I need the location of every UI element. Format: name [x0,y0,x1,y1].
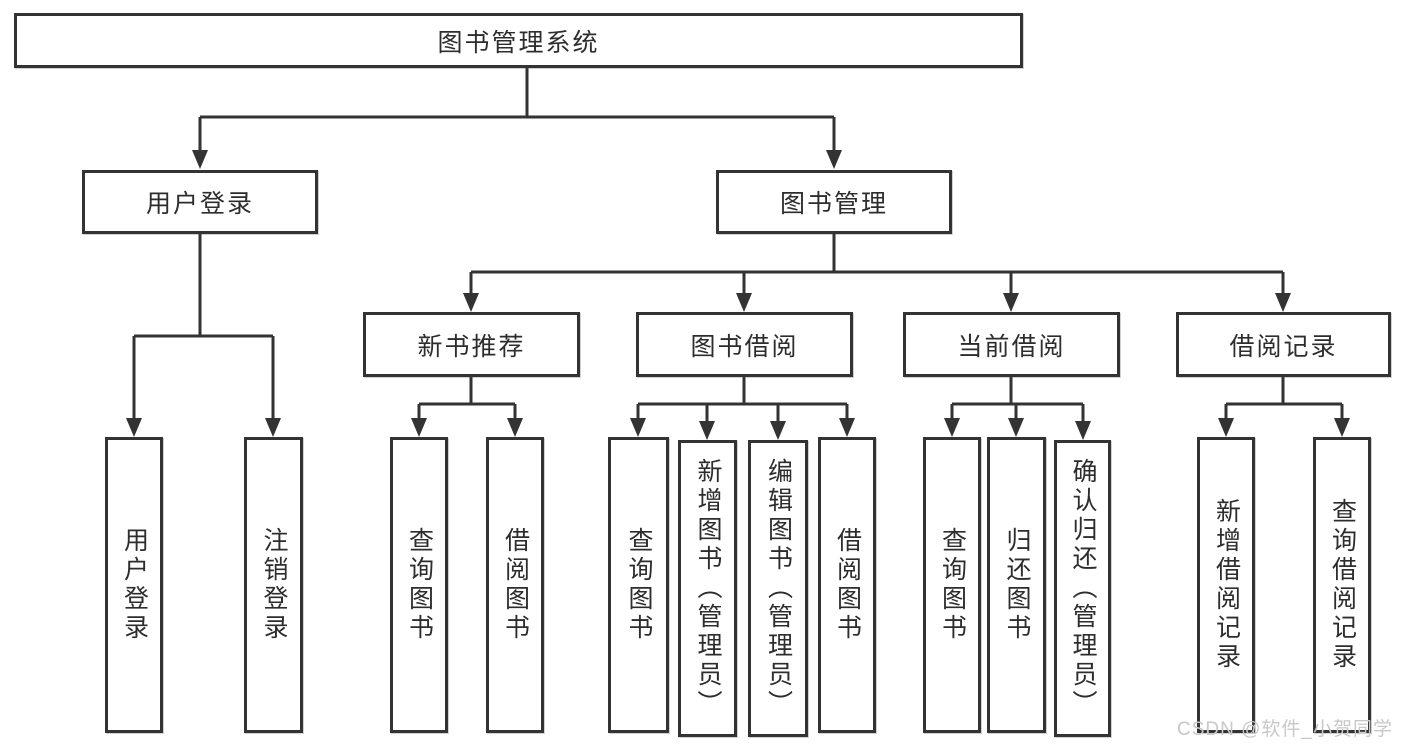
leaf-borrow-books: 借阅图书 [818,437,876,733]
leaf-query-books-borrow: 查询图书 [608,437,669,733]
leaf-query-books-current: 查询图书 [923,437,981,733]
leaf-user-login: 用户登录 [105,437,163,733]
leaf-query-books-recommend: 查询图书 [390,437,448,733]
node-library-management-system: 图书管理系统 [14,13,1023,68]
node-new-book-recommendation: 新书推荐 [363,312,580,377]
leaf-add-borrow-record: 新增借阅记录 [1197,437,1255,733]
node-book-borrowing: 图书借阅 [636,312,853,377]
node-user-login: 用户登录 [82,170,318,234]
leaf-edit-book-admin: 编辑图书（管理员） [748,440,808,737]
leaf-borrow-books-recommend: 借阅图书 [486,437,544,733]
leaf-query-borrow-record: 查询借阅记录 [1313,437,1371,733]
leaf-return-book: 归还图书 [987,437,1046,733]
node-current-borrowing: 当前借阅 [903,312,1120,377]
node-book-management: 图书管理 [716,170,952,234]
leaf-confirm-return-admin: 确认归还（管理员） [1054,440,1111,737]
node-borrowing-records: 借阅记录 [1176,312,1391,377]
leaf-logout: 注销登录 [244,437,303,733]
leaf-add-book-admin: 新增图书（管理员） [678,440,737,737]
watermark: CSDN @软件_小贺同学 [1177,719,1393,740]
